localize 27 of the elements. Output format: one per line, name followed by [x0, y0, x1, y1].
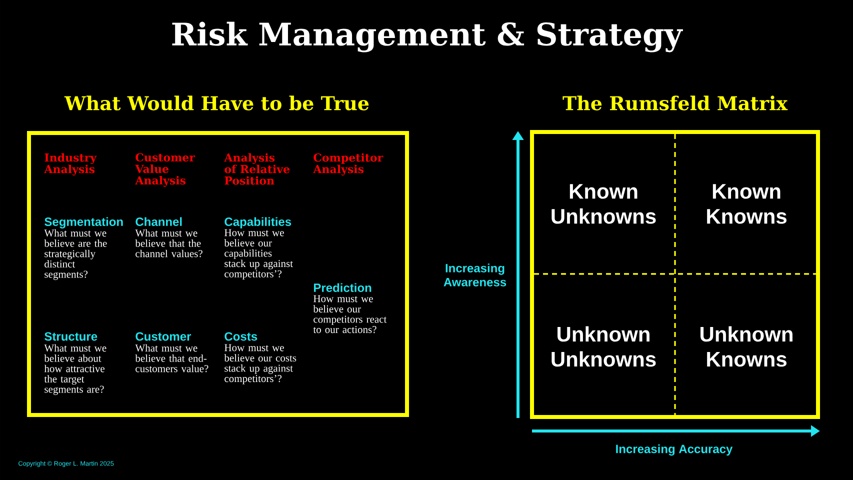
- page-title: Risk Management & Strategy: [172, 22, 683, 52]
- question-text: How must we believe our costs stack up against competitors’?: [224, 344, 296, 384]
- quadrant-label: Known Knowns: [707, 184, 786, 224]
- column-heading: Competitor Analysis: [313, 153, 384, 176]
- column-heading: Customer Value Analysis: [135, 153, 196, 187]
- axis-label: Increasing Accuracy: [616, 444, 733, 456]
- panel-heading: What Would Have to be True: [64, 96, 369, 110]
- question-text: What must we believe are the strategically distinct segments?: [44, 229, 107, 280]
- panel-heading: The Rumsfeld Matrix: [562, 96, 788, 110]
- question-text: What must we believe that the channel values?: [135, 229, 202, 258]
- topic-heading: Prediction: [314, 283, 372, 292]
- quadrant-label: Known Unknowns: [552, 184, 656, 224]
- question-text: How must we believe our capabilities stack up against competitors’?: [224, 229, 293, 280]
- question-text: What must we believe that end-customers value?: [135, 344, 208, 372]
- column-heading: Industry Analysis: [44, 153, 97, 176]
- topic-heading: Channel: [136, 217, 182, 226]
- question-text: How must we believe our competitors react to our actions?: [313, 295, 387, 334]
- quadrant-label: Unknown Knowns: [700, 326, 792, 367]
- topic-heading: Capabilities: [224, 217, 292, 228]
- topic-heading: Costs: [224, 332, 258, 341]
- column-heading: Analysis of Relative Position: [224, 153, 290, 185]
- topic-heading: Customer: [136, 332, 192, 341]
- axis-label: Increasing Awareness: [444, 264, 506, 286]
- quadrant-label: Unknown Unknowns: [552, 326, 656, 367]
- topic-heading: Segmentation: [44, 217, 123, 228]
- topic-heading: Structure: [44, 332, 98, 341]
- question-text: What must we believe about how attractive the target segments are?: [44, 344, 106, 395]
